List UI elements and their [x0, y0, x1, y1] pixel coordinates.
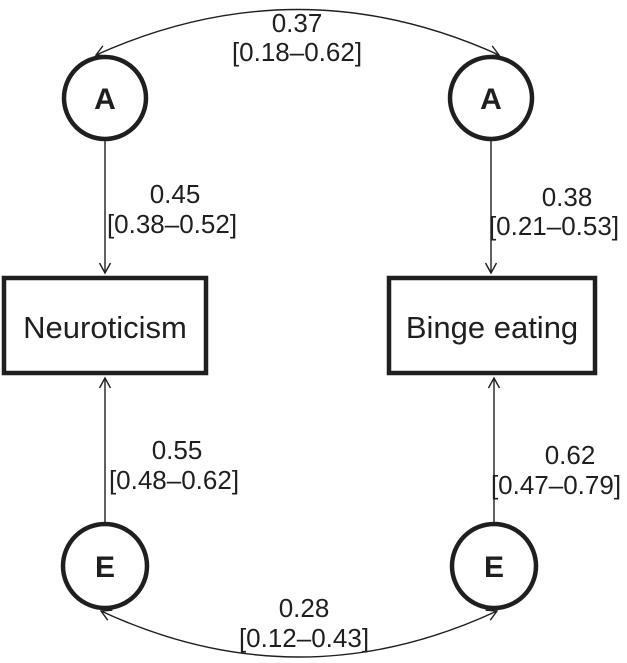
neuroticism-label: Neuroticism [23, 310, 187, 345]
e-to-binge-eating-estimate: 0.62 [545, 440, 596, 470]
e-to-neuroticism-estimate: 0.55 [152, 435, 203, 465]
a-right-label: A [480, 83, 502, 116]
environmental-correlation-ci: [0.12–0.43] [239, 623, 369, 653]
genetic-correlation-arrow [94, 8, 501, 57]
latent-node-e-right [449, 521, 539, 611]
a-to-neuroticism-estimate: 0.45 [150, 179, 201, 209]
genetic-correlation-ci: [0.18–0.62] [232, 37, 362, 67]
environmental-correlation-estimate: 0.28 [279, 593, 330, 623]
observed-node-binge-eating [386, 275, 598, 376]
e-to-binge-eating-ci: [0.47–0.79] [491, 470, 621, 500]
genetic-correlation-estimate: 0.37 [272, 8, 323, 38]
a-to-binge-eating-estimate: 0.38 [542, 182, 593, 212]
e-right-label: E [484, 551, 504, 584]
a-to-binge-eating-ci: [0.21–0.53] [489, 211, 619, 241]
environmental-correlation-arrow [99, 609, 499, 658]
observed-node-neuroticism [1, 275, 209, 376]
e-to-neuroticism-ci: [0.48–0.62] [109, 465, 239, 495]
a-to-neuroticism-ci: [0.38–0.52] [107, 209, 237, 239]
latent-node-a-left [61, 54, 149, 142]
binge-eating-label: Binge eating [406, 310, 578, 345]
latent-node-e-left [60, 521, 150, 611]
a-left-label: A [94, 83, 116, 116]
latent-node-a-right [447, 54, 535, 142]
e-left-label: E [95, 551, 115, 584]
